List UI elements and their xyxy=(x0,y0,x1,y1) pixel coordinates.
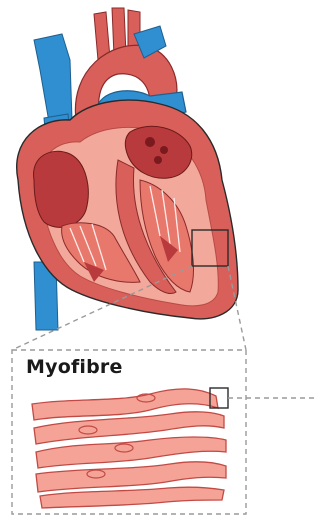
myofibre-5 xyxy=(40,487,224,508)
vein-opening-2 xyxy=(160,146,168,154)
vein-opening-3 xyxy=(154,156,162,164)
myofibre-bundle xyxy=(32,389,226,508)
vein-opening-1 xyxy=(145,137,155,147)
inset-title: Myofibre xyxy=(26,356,123,378)
right-atrium xyxy=(34,151,89,227)
